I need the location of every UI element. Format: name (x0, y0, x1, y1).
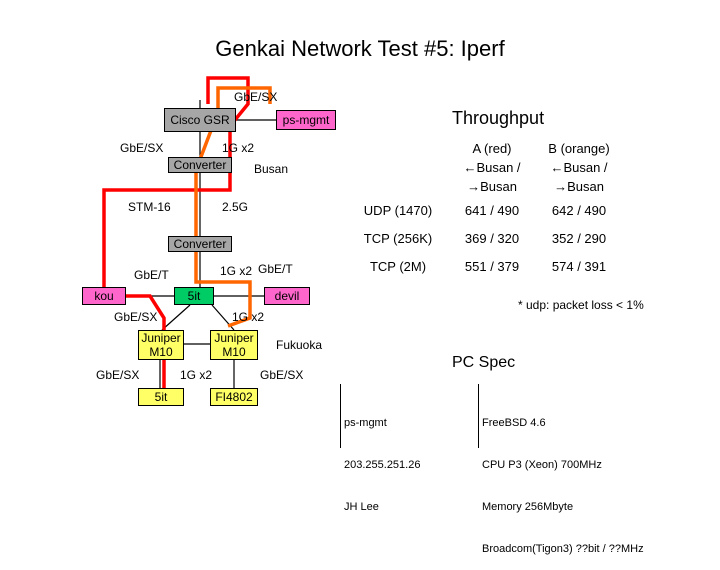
row-value-b: 642 / 490 (551, 202, 607, 218)
label-gbe-sx-bl: GbE/SX (96, 368, 140, 382)
spec-right-line: CPU P3 (Xeon) 700MHz (482, 459, 602, 471)
label-gbe-sx-top: GbE/SX (234, 90, 278, 104)
label-1gx2-top: 1G x2 (222, 141, 255, 155)
label-busan: Busan (254, 162, 289, 176)
row-label: TCP (256K) (363, 230, 433, 246)
table-header-b: B (orange) ←Busan / →Busan (534, 138, 624, 196)
label-gbe-sx-mid: GbE/SX (114, 310, 158, 324)
spec-divider-left (340, 384, 341, 448)
table-header-row: A (red) ←Busan / →Busan B (orange) ←Busa… (346, 138, 624, 196)
node-devil: devil (264, 287, 310, 305)
node-juniper-right: Juniper M10 (210, 330, 258, 360)
table-row: UDP (1470) 641 / 490 642 / 490 (346, 196, 624, 224)
label-1gx2-low: 1G x2 (232, 310, 265, 324)
node-juniper-left: Juniper M10 (138, 330, 184, 360)
node-ps-mgmt: ps-mgmt (276, 110, 336, 130)
label-stm16: STM-16 (128, 200, 171, 214)
row-value-b: 352 / 290 (551, 230, 607, 246)
spec-right-line: Broadcom(Tigon3) ??bit / ??MHz (482, 543, 644, 555)
spec-right-line: FreeBSD 4.6 (482, 417, 546, 429)
spec-left-line: JH Lee (344, 501, 379, 513)
table-header-a: A (red) ←Busan / →Busan (450, 138, 534, 196)
label-gbe-t-mid: GbE/T (258, 262, 293, 276)
spec-divider-right (478, 384, 479, 448)
red-path (102, 76, 250, 388)
row-label: TCP (2M) (369, 258, 427, 274)
header-a-line2: ←Busan / (463, 159, 521, 175)
header-b-line1: B (orange) (548, 140, 610, 156)
label-1gx2-mid: 1G x2 (220, 264, 253, 278)
node-fi4802: FI4802 (210, 388, 258, 406)
spec-left-line: 203.255.251.26 (344, 459, 421, 471)
row-value-a: 641 / 490 (464, 202, 520, 218)
row-value-a: 551 / 379 (464, 258, 520, 274)
node-kou: kou (82, 287, 126, 305)
spec-left: ps-mgmt 203.255.251.26 JH Lee (344, 388, 420, 528)
black-links (126, 100, 278, 388)
spec-left-line: ps-mgmt (344, 417, 387, 429)
node-converter-bottom: Converter (168, 236, 232, 252)
page-title: Genkai Network Test #5: Iperf (215, 36, 505, 61)
node-converter-top: Converter (168, 157, 232, 173)
node-5it-center: 5it (174, 287, 214, 305)
row-label: UDP (1470) (363, 202, 433, 218)
header-a-line3: →Busan (467, 178, 517, 194)
row-value-b: 574 / 391 (551, 258, 607, 274)
table-row: TCP (256K) 369 / 320 352 / 290 (346, 224, 624, 252)
label-2-5g: 2.5G (222, 200, 249, 214)
header-a-line1: A (red) (472, 140, 512, 156)
label-fukuoka: Fukuoka (276, 338, 323, 352)
spec-right: FreeBSD 4.6 CPU P3 (Xeon) 700MHz Memory … (482, 388, 644, 570)
label-gbe-t-left: GbE/T (134, 268, 169, 282)
table-header-empty (346, 138, 450, 196)
label-gbe-sx-left: GbE/SX (120, 141, 164, 155)
node-cisco-gsr: Cisco GSR (164, 108, 236, 132)
pc-spec-title: PC Spec (452, 354, 516, 371)
throughput-table: A (red) ←Busan / →Busan B (orange) ←Busa… (346, 138, 624, 280)
header-b-line2: ←Busan / (550, 159, 608, 175)
throughput-title: Throughput (452, 108, 545, 128)
label-gbe-sx-br: GbE/SX (260, 368, 304, 382)
row-value-a: 369 / 320 (464, 230, 520, 246)
header-b-line3: →Busan (554, 178, 604, 194)
table-row: TCP (2M) 551 / 379 574 / 391 (346, 252, 624, 280)
label-1gx2-bottom: 1G x2 (180, 368, 213, 382)
throughput-note: * udp: packet loss < 1% (518, 298, 644, 312)
node-5it-bottom: 5it (138, 388, 184, 406)
spec-right-line: Memory 256Mbyte (482, 501, 574, 513)
